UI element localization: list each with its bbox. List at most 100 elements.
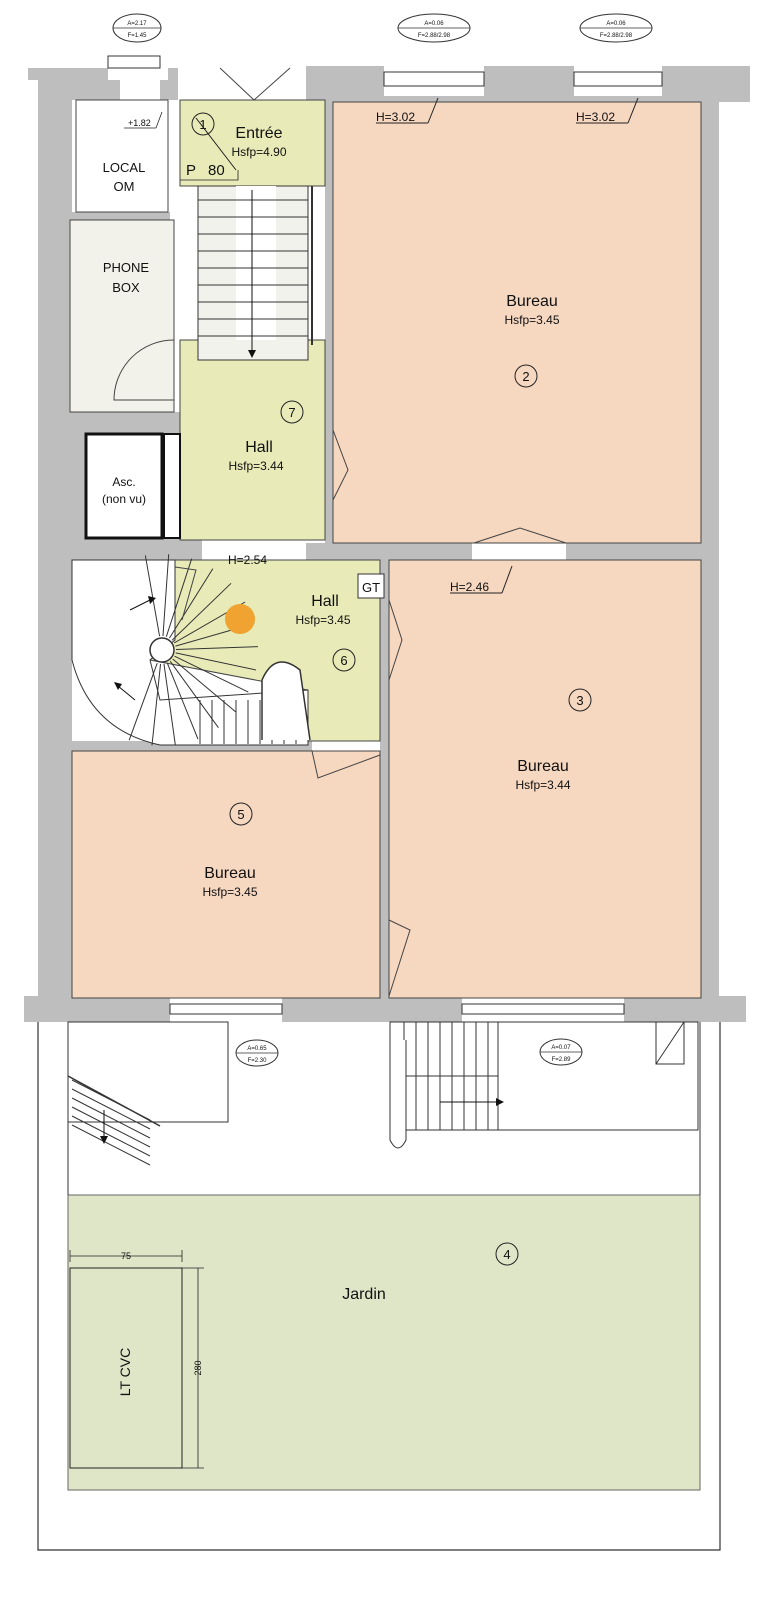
stair-spiral-tread: [168, 568, 214, 639]
inner-wall-v-office: [325, 100, 333, 547]
stair-spiral-tread: [175, 652, 257, 671]
room-labels: 1 Entrée Hsfp=4.90 Bureau Hsfp=3.45 2 3 …: [191, 112, 592, 1303]
window-tag-4-f: F=2.30: [248, 1058, 268, 1064]
stair-left-arrow: [100, 1136, 108, 1144]
door-80-label: 80: [208, 162, 225, 179]
room-name-hall-7: Hall: [245, 439, 273, 456]
door-hall-6[interactable]: [174, 566, 197, 621]
stair-left-tread: [71, 1097, 151, 1139]
door-bureau-3-low[interactable]: [388, 919, 411, 997]
left-outer-wall: [38, 80, 72, 1020]
stair-spiral-tread: [166, 662, 199, 740]
stair-spiral-tread: [175, 646, 258, 651]
stair-spiral-arrowhead-1: [148, 596, 156, 604]
window-tag-2-a: A=0.06: [424, 21, 444, 27]
phone-box-label-1: PHONE: [103, 260, 150, 275]
stair-top-light: [236, 186, 276, 340]
room-number-circle-1: [191, 112, 215, 136]
stair-straight-top: [197, 185, 313, 361]
window-top-2: [383, 71, 485, 87]
stair-left-tread: [71, 1115, 151, 1157]
room-number-6: 6: [340, 653, 347, 668]
stair-spiral-tread: [172, 658, 236, 713]
stair-terrace-left: [67, 1075, 161, 1166]
room-number-circle-7: [280, 400, 304, 424]
window-top-3: [573, 71, 663, 87]
window-tag-4: A=0.65 F=2.30: [235, 1039, 279, 1067]
window-tag-1-f: F=1.45: [128, 33, 148, 39]
inner-wall-h-246-right: [566, 543, 701, 560]
door-p-label: P: [186, 162, 196, 179]
room-name-bureau-2: Bureau: [506, 293, 558, 310]
room-hall-7: [179, 339, 326, 541]
room-bureau-2: [332, 101, 702, 544]
room-name-bureau-5: Bureau: [204, 865, 256, 882]
door-bureau-3[interactable]: [388, 599, 403, 681]
gt-box: [357, 573, 385, 599]
stair-spiral-tread: [163, 663, 176, 746]
stair-terrace-arrow: [496, 1098, 504, 1106]
door-entree[interactable]: [219, 67, 291, 101]
room-bureau-3: [388, 559, 702, 999]
room-number-7: 7: [288, 405, 295, 420]
stair-spiral-tread: [165, 558, 193, 637]
room-name-jardin: Jardin: [342, 1286, 386, 1303]
window-tags: A=2.17 F=1.45 A=0.06 F=2.88/2.98 A=0.06 …: [112, 13, 653, 1067]
lift-label-1: Asc.: [112, 475, 135, 489]
gt-label: GT: [362, 580, 380, 595]
room-height-bureau-5: Hsfp=3.45: [202, 885, 257, 899]
lift-label-2: (non vu): [102, 492, 146, 506]
room-entree: [179, 99, 326, 187]
room-name-entree: Entrée: [235, 125, 282, 142]
door-phone-box[interactable]: [113, 339, 175, 401]
inner-wall-v-right: [380, 560, 389, 998]
height-label-h2: H=3.02: [576, 110, 615, 124]
location-marker[interactable]: [225, 604, 255, 634]
window-tag-4-a: A=0.65: [247, 1046, 267, 1052]
dim-280-label: 280: [193, 1360, 203, 1375]
room-number-5: 5: [237, 807, 244, 822]
walls: [24, 66, 750, 1022]
room-number-4: 4: [503, 1247, 510, 1262]
window-tag-1: A=2.17 F=1.45: [112, 13, 162, 43]
door-bureau-2-bottom[interactable]: [473, 527, 567, 544]
room-height-hall-6: Hsfp=3.45: [295, 613, 350, 627]
terrace-right-block: [497, 1021, 699, 1131]
height-label-h4-tick: [501, 565, 513, 594]
bottom-facade-wall-right: [624, 996, 746, 1022]
room-name-hall-6: Hall: [311, 593, 339, 610]
door-bureau-5[interactable]: [311, 750, 381, 779]
door-p-leader: [180, 170, 239, 181]
room-height-bureau-3: Hsfp=3.44: [515, 778, 570, 792]
wall-top-right-strip: [330, 96, 719, 102]
height-label-h1-tick: [427, 97, 439, 124]
window-tag-5-a: A=0.07: [551, 1045, 571, 1051]
window-bottom-2: [461, 1003, 625, 1015]
room-phone-box: [69, 219, 175, 413]
door-bureau-2[interactable]: [332, 429, 349, 501]
service-labels: LOCAL OM +1.82 P 80 PHONE BOX Asc. (non …: [102, 111, 385, 599]
stair-spiral-arrow-2: [117, 685, 136, 701]
windows: [107, 55, 663, 1015]
stair-terrace: [389, 1021, 504, 1149]
stair-spiral-tread: [169, 661, 219, 728]
bottom-facade-wall-left: [24, 996, 170, 1022]
height-annotations: H=3.02 H=3.02 H=2.54 H=2.46: [228, 97, 639, 594]
stair-spiral-tread: [174, 655, 249, 693]
window-tag-5: A=0.07 F=2.89: [539, 1038, 583, 1066]
stair-spiral-tread: [144, 555, 161, 637]
room-number-circle-6: [332, 648, 356, 672]
window-top-1: [107, 55, 161, 69]
room-number-1: 1: [199, 117, 206, 132]
height-label-h4: H=2.46: [450, 580, 489, 594]
lift-door-frame: [163, 433, 181, 539]
terrace-outline: [37, 1022, 721, 1551]
window-tag-2: A=0.06 F=2.88/2.98: [397, 13, 471, 43]
inner-wall-h-246-left: [306, 543, 472, 560]
right-outer-wall: [701, 80, 719, 1020]
room-height-hall-7: Hsfp=3.44: [228, 459, 283, 473]
stair-spiral-tread: [151, 663, 162, 746]
stair-spiral-tread: [162, 554, 170, 637]
window-tag-3-a: A=0.06: [606, 21, 626, 27]
